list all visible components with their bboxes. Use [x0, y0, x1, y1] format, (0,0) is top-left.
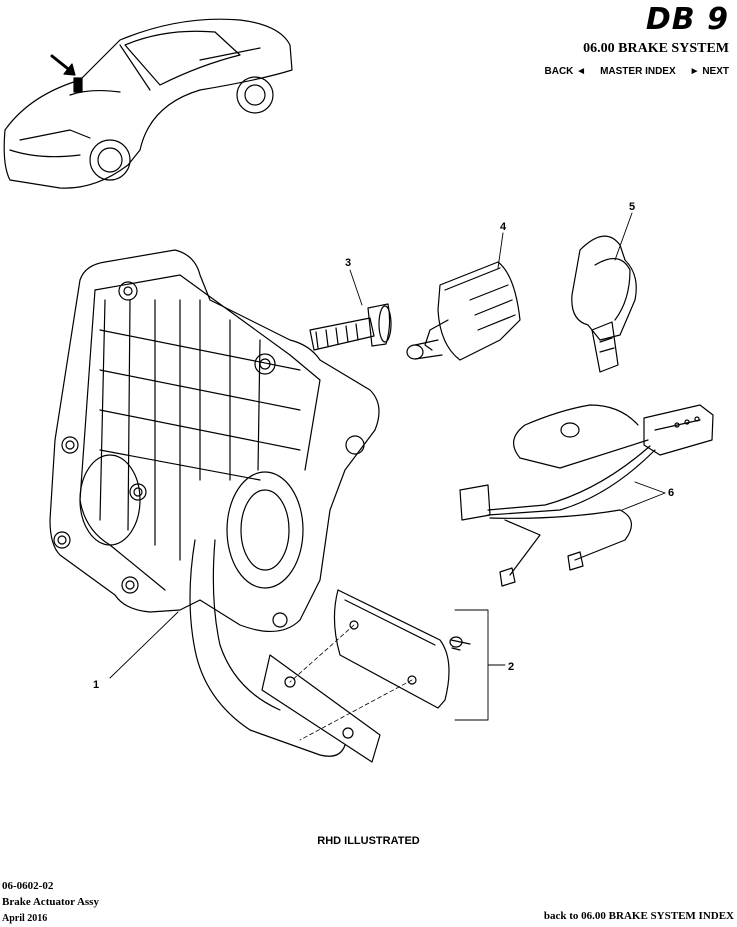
switch-cover	[571, 235, 637, 373]
callout-4: 4	[500, 221, 507, 233]
nav-bar: BACK ◄ MASTER INDEX ► NEXT	[545, 66, 729, 77]
db9-logo: DB 9	[645, 2, 729, 37]
callout-3: 3	[345, 257, 351, 269]
wiring-harness	[459, 404, 714, 587]
illustration-caption: RHD ILLUSTRATED	[317, 835, 420, 847]
back-link[interactable]: BACK ◄	[544, 66, 587, 77]
callout-5: 5	[629, 201, 635, 213]
section-title: 06.00 BRAKE SYSTEM	[583, 41, 729, 56]
pedal-box-assembly	[49, 249, 381, 763]
document-date: April 2016	[2, 913, 48, 924]
callout-1: 1	[93, 679, 99, 691]
brake-light-switch	[406, 261, 521, 361]
bolt	[309, 303, 392, 351]
pedal-pad	[333, 589, 471, 709]
location-arrow-icon	[50, 54, 83, 93]
car-thumbnail	[3, 18, 293, 189]
back-to-index-link[interactable]: back to 06.00 BRAKE SYSTEM INDEX	[543, 910, 734, 922]
callout-2: 2	[508, 661, 514, 673]
document-title: Brake Actuator Assy	[2, 896, 99, 908]
callout-6: 6	[668, 487, 674, 499]
master-index-link[interactable]: MASTER INDEX	[600, 66, 676, 77]
document-code: 06-0602-02	[2, 880, 54, 892]
next-link[interactable]: ► NEXT	[689, 66, 729, 77]
